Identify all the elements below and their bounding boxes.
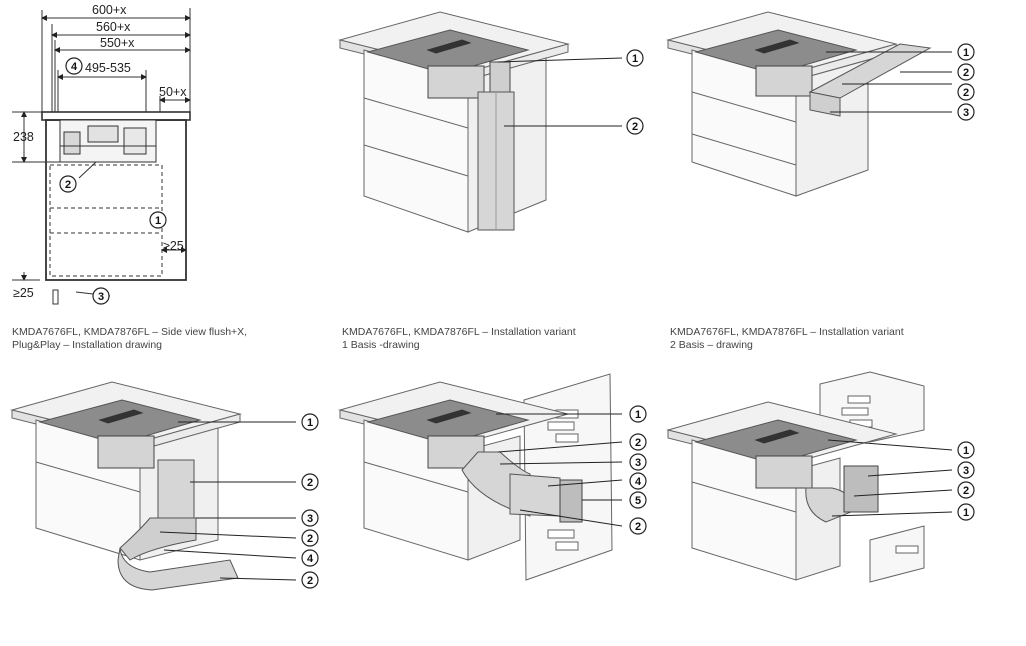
- side-view-drawing: [12, 8, 191, 305]
- caption-variant-1: KMDA7676FL, KMDA7876FL – Installation va…: [342, 326, 576, 351]
- dim-560x: 560+x: [96, 20, 131, 34]
- variant5-drawing: [666, 371, 953, 583]
- v4-callout-3-number: 3: [635, 457, 641, 469]
- v4-callout-5-number: 5: [635, 495, 641, 507]
- v3-callout-3-circle: [301, 509, 319, 527]
- variant4-drawing: [338, 373, 623, 581]
- v5-callout-3-number: 3: [963, 465, 969, 477]
- v4-callout-5-circle: [629, 491, 647, 509]
- callout-3-number: 3: [98, 291, 104, 303]
- v3-callout-1-number: 1: [307, 417, 313, 429]
- v2-callout-2b-circle: [957, 83, 975, 101]
- v5-callout-1b-circle: [957, 503, 975, 521]
- v2-callout-3-circle: [957, 103, 975, 121]
- v3-callout-2b-circle: [301, 529, 319, 547]
- v4-callout-4-number: 4: [635, 476, 642, 488]
- v2-callout-1-number: 1: [963, 47, 969, 59]
- v4-callout-2a-number: 2: [635, 437, 641, 449]
- v2-callout-2b-number: 2: [963, 87, 969, 99]
- v3-callout-2c-circle: [301, 571, 319, 589]
- v4-callout-2b-number: 2: [635, 521, 641, 533]
- callout-3-circle: [92, 287, 110, 305]
- v4-callout-3-circle: [629, 453, 647, 471]
- v1-callout-2-number: 2: [632, 121, 638, 133]
- v1-callout-1-number: 1: [632, 53, 638, 65]
- v5-callout-2-number: 2: [963, 485, 969, 497]
- v4-callout-4-circle: [629, 472, 647, 490]
- v3-callout-2a-number: 2: [307, 477, 313, 489]
- dim-238: 238: [13, 130, 34, 144]
- v4-callout-2a-circle: [629, 433, 647, 451]
- v2-callout-2a-circle: [957, 63, 975, 81]
- v5-callout-3-circle: [957, 461, 975, 479]
- dim-495-535: 495-535: [85, 61, 131, 75]
- dim-min25-right: ≥25: [163, 239, 184, 253]
- v5-callout-1b-number: 1: [963, 507, 969, 519]
- v3-callout-2c-number: 2: [307, 575, 313, 587]
- callout-1-number: 1: [155, 215, 161, 227]
- v2-callout-1-circle: [957, 43, 975, 61]
- v1-callout-1-circle: [626, 49, 644, 67]
- v3-callout-3-number: 3: [307, 513, 313, 525]
- dim-550x: 550+x: [100, 36, 135, 50]
- v1-callout-2-circle: [626, 117, 644, 135]
- v4-callout-2b-circle: [629, 517, 647, 535]
- v5-callout-1a-number: 1: [963, 445, 969, 457]
- v2-callout-2a-number: 2: [963, 67, 969, 79]
- v3-callout-1-circle: [301, 413, 319, 431]
- v3-callout-2a-circle: [301, 473, 319, 491]
- callout-4-number: 4: [71, 61, 78, 73]
- callout-2-number: 2: [65, 179, 71, 191]
- v3-callout-2b-number: 2: [307, 533, 313, 545]
- v4-callout-1-circle: [629, 405, 647, 423]
- variant2-drawing: [666, 11, 952, 197]
- v5-callout-1a-circle: [957, 441, 975, 459]
- v3-callout-4-circle: [301, 549, 319, 567]
- caption-variant-2: KMDA7676FL, KMDA7876FL – Installation va…: [670, 326, 904, 351]
- callout-1-circle: [149, 211, 167, 229]
- callout-2-circle: [59, 175, 77, 193]
- callout-4-circle: [65, 57, 83, 75]
- v2-callout-3-number: 3: [963, 107, 969, 119]
- v3-callout-4-number: 4: [307, 553, 314, 565]
- dim-50x: 50+x: [159, 85, 187, 99]
- variant1-drawing: [338, 11, 623, 233]
- dim-600x: 600+x: [92, 3, 127, 17]
- v4-callout-1-number: 1: [635, 409, 641, 421]
- v5-callout-2-circle: [957, 481, 975, 499]
- dim-min25-bottom: ≥25: [13, 286, 34, 300]
- variant3-drawing: [10, 381, 297, 591]
- caption-side-view: KMDA7676FL, KMDA7876FL – Side view flush…: [12, 326, 248, 351]
